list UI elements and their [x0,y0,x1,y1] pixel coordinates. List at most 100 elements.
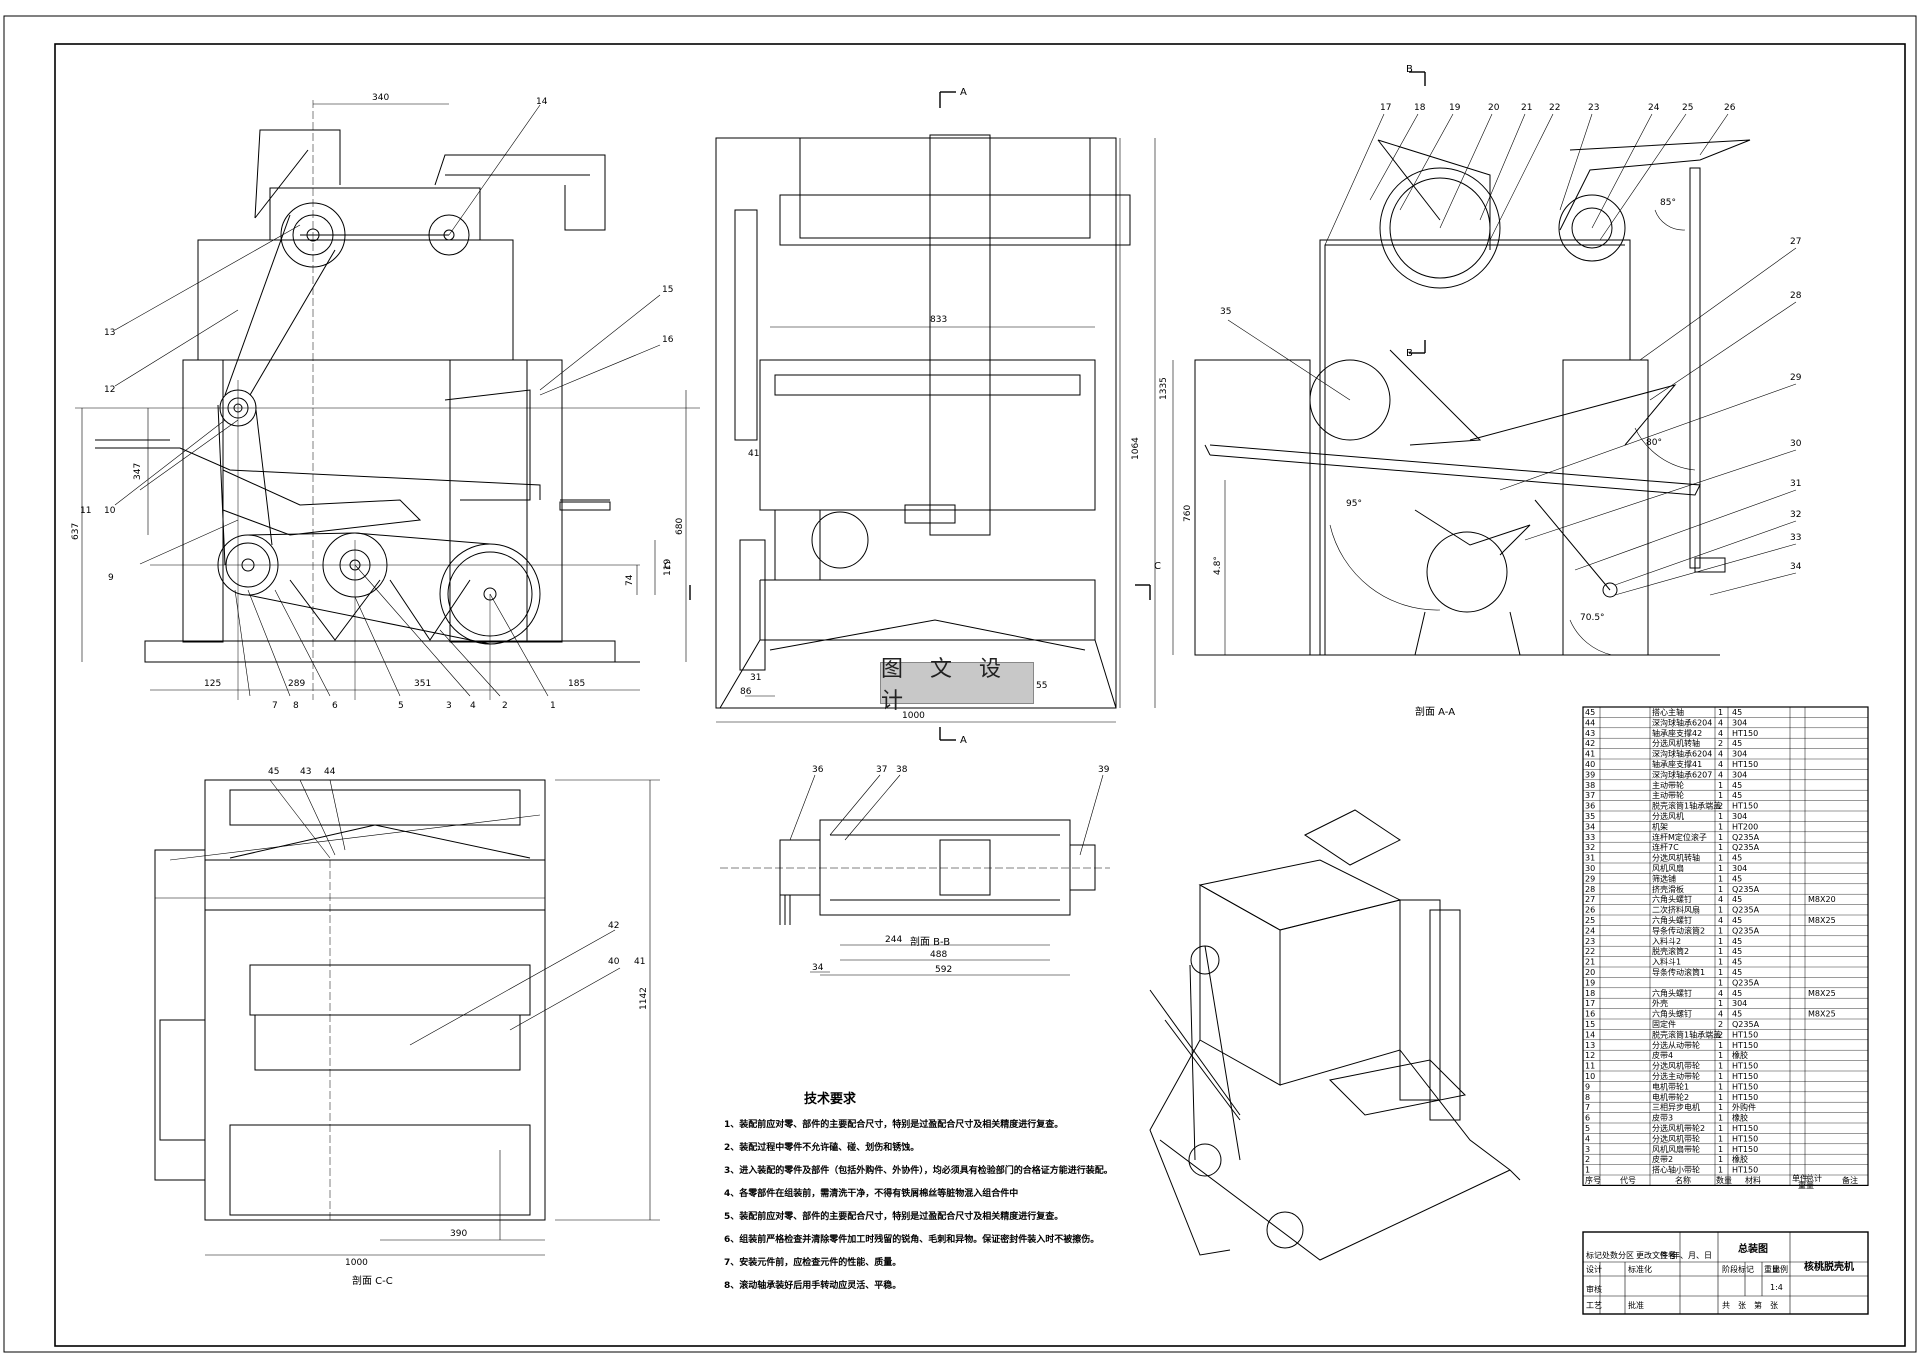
parts-row-seq: 22 [1585,947,1595,956]
parts-row-name: 挤壳滑板 [1652,884,1684,894]
parts-row-seq: 19 [1585,978,1595,987]
process-label: 工艺 [1586,1301,1602,1310]
parts-row-qty: 2 [1718,802,1723,811]
dim-185: 185 [568,679,585,689]
section-mark-a-top: A [960,87,967,98]
balloon-26: 26 [1724,103,1736,113]
parts-row-seq: 26 [1585,906,1595,915]
parts-row-seq: 40 [1585,760,1595,769]
parts-row-qty: 1 [1718,906,1723,915]
parts-row-seq: 43 [1585,729,1595,738]
parts-header-weight: 重量 [1798,1180,1814,1190]
parts-row-name: 脱壳滚筒1轴承端盖 [1652,1029,1721,1039]
dim-95-deg: 95° [1346,499,1362,509]
parts-row-material: HT150 [1732,1124,1758,1133]
parts-row-seq: 35 [1585,812,1595,821]
parts-row-name: 机架 [1652,821,1668,831]
dim-80-deg: 80° [1646,438,1662,448]
section-mark-a-bottom: A [960,735,967,746]
dim-488: 488 [930,950,947,960]
parts-row-name: 六角头螺钉 [1652,1009,1692,1019]
dim-833: 833 [930,315,947,325]
balloon-14: 14 [536,97,548,107]
change-record-label: 分区 [1618,1251,1634,1260]
parts-row-material: 45 [1732,791,1742,800]
isometric-view [1149,809,1521,1261]
parts-row-material: 橡胶 [1732,1050,1748,1060]
dim-74: 74 [625,574,635,586]
parts-row-qty: 1 [1718,1134,1723,1143]
parts-row-name: 皮带4 [1652,1050,1673,1060]
parts-row-name: 风机风扇 [1652,863,1684,873]
balloon-40: 40 [608,957,620,967]
parts-row-seq: 10 [1585,1072,1595,1081]
parts-row-seq: 37 [1585,791,1595,800]
parts-row-material: HT150 [1732,1145,1758,1154]
change-record-label: 处数 [1602,1250,1618,1260]
parts-row-qty: 1 [1718,708,1723,717]
parts-row-material: HT150 [1732,1072,1758,1081]
parts-row-seq: 8 [1585,1093,1590,1102]
parts-row-material: 橡胶 [1732,1113,1748,1123]
dim-55: 55 [1036,681,1047,691]
parts-row-name: 连杆7C [1652,842,1679,852]
parts-row-qty: 1 [1718,812,1723,821]
parts-row-name: 固定件 [1652,1019,1676,1029]
parts-row-remark: M8X20 [1808,895,1836,904]
parts-row-material: Q235A [1732,926,1760,935]
tech-note-8: 8、滚动轴承装好后用手转动应灵活、平稳。 [724,1281,902,1291]
parts-row-qty: 1 [1718,1114,1723,1123]
parts-row-seq: 29 [1585,874,1595,883]
parts-row-material: HT150 [1732,802,1758,811]
parts-row-qty: 1 [1718,864,1723,873]
parts-row-material: 外购件 [1732,1102,1756,1112]
parts-row-name: 皮带3 [1652,1113,1673,1123]
balloon-43: 43 [300,767,311,777]
outer-border [3,15,1917,1353]
balloon-12: 12 [104,385,115,395]
tech-note-1: 1、装配前应对零、部件的主要配合尺寸，特别是过盈配合尺寸及相关精度进行复查。 [724,1120,1064,1130]
parts-row-material: 45 [1732,989,1742,998]
parts-row-material: 45 [1732,781,1742,790]
dim-351: 351 [414,679,431,689]
standardization-label: 标准化 [1628,1264,1652,1274]
section-bb-view [720,774,1110,976]
dim-41: 41 [748,449,759,459]
balloon-23: 23 [1588,103,1599,113]
parts-row-material: 304 [1732,770,1747,779]
balloon-31: 31 [1790,479,1801,489]
section-bb-annotations: 剖面 B-B 244 488 592 34 36 37 38 39 [812,765,1110,975]
dim-125: 125 [204,679,221,689]
parts-row-material: 橡胶 [1732,1154,1748,1164]
parts-row-seq: 41 [1585,750,1595,759]
parts-row-qty: 1 [1718,947,1723,956]
balloon-6: 6 [332,701,338,711]
parts-row-qty: 4 [1718,895,1723,904]
tech-note-4: 4、各零部件在组装前，需清洗干净，不得有铁屑棉丝等脏物混入组合件中 [724,1189,1019,1199]
balloon-20: 20 [1488,103,1500,113]
change-row-labels: 标记处数分区更改文件号签名年、月、日 [1586,1250,1712,1260]
scale-value: 1:4 [1770,1283,1783,1292]
parts-row-qty: 2 [1718,739,1723,748]
parts-row-material: 45 [1732,958,1742,967]
side-view [689,91,1156,741]
parts-row-qty: 1 [1718,874,1723,883]
dim-1335: 1335 [1159,377,1169,400]
balloon-21: 21 [1521,103,1532,113]
parts-row-seq: 30 [1585,864,1595,873]
section-aa-title: 剖面 A-A [1415,705,1455,718]
parts-row-seq: 5 [1585,1124,1590,1133]
parts-row-name: 深沟球轴承6207 [1652,769,1712,779]
sheet-info: 共 张 第 张 [1722,1300,1778,1310]
parts-row-qty: 1 [1718,1072,1723,1081]
front-view [75,100,700,700]
parts-row-name: 分选风机带轮 [1652,1133,1700,1143]
dim-592: 592 [935,965,952,975]
parts-row-name: 轴承座支撑42 [1652,728,1702,738]
balloon-17: 17 [1380,103,1391,113]
balloon-3: 3 [446,701,452,711]
parts-row-material: HT150 [1732,760,1758,769]
parts-header-material: 材料 [1745,1175,1761,1185]
parts-row-name: 轴承座支撑41 [1652,759,1702,769]
parts-row-qty: 1 [1718,1166,1723,1175]
